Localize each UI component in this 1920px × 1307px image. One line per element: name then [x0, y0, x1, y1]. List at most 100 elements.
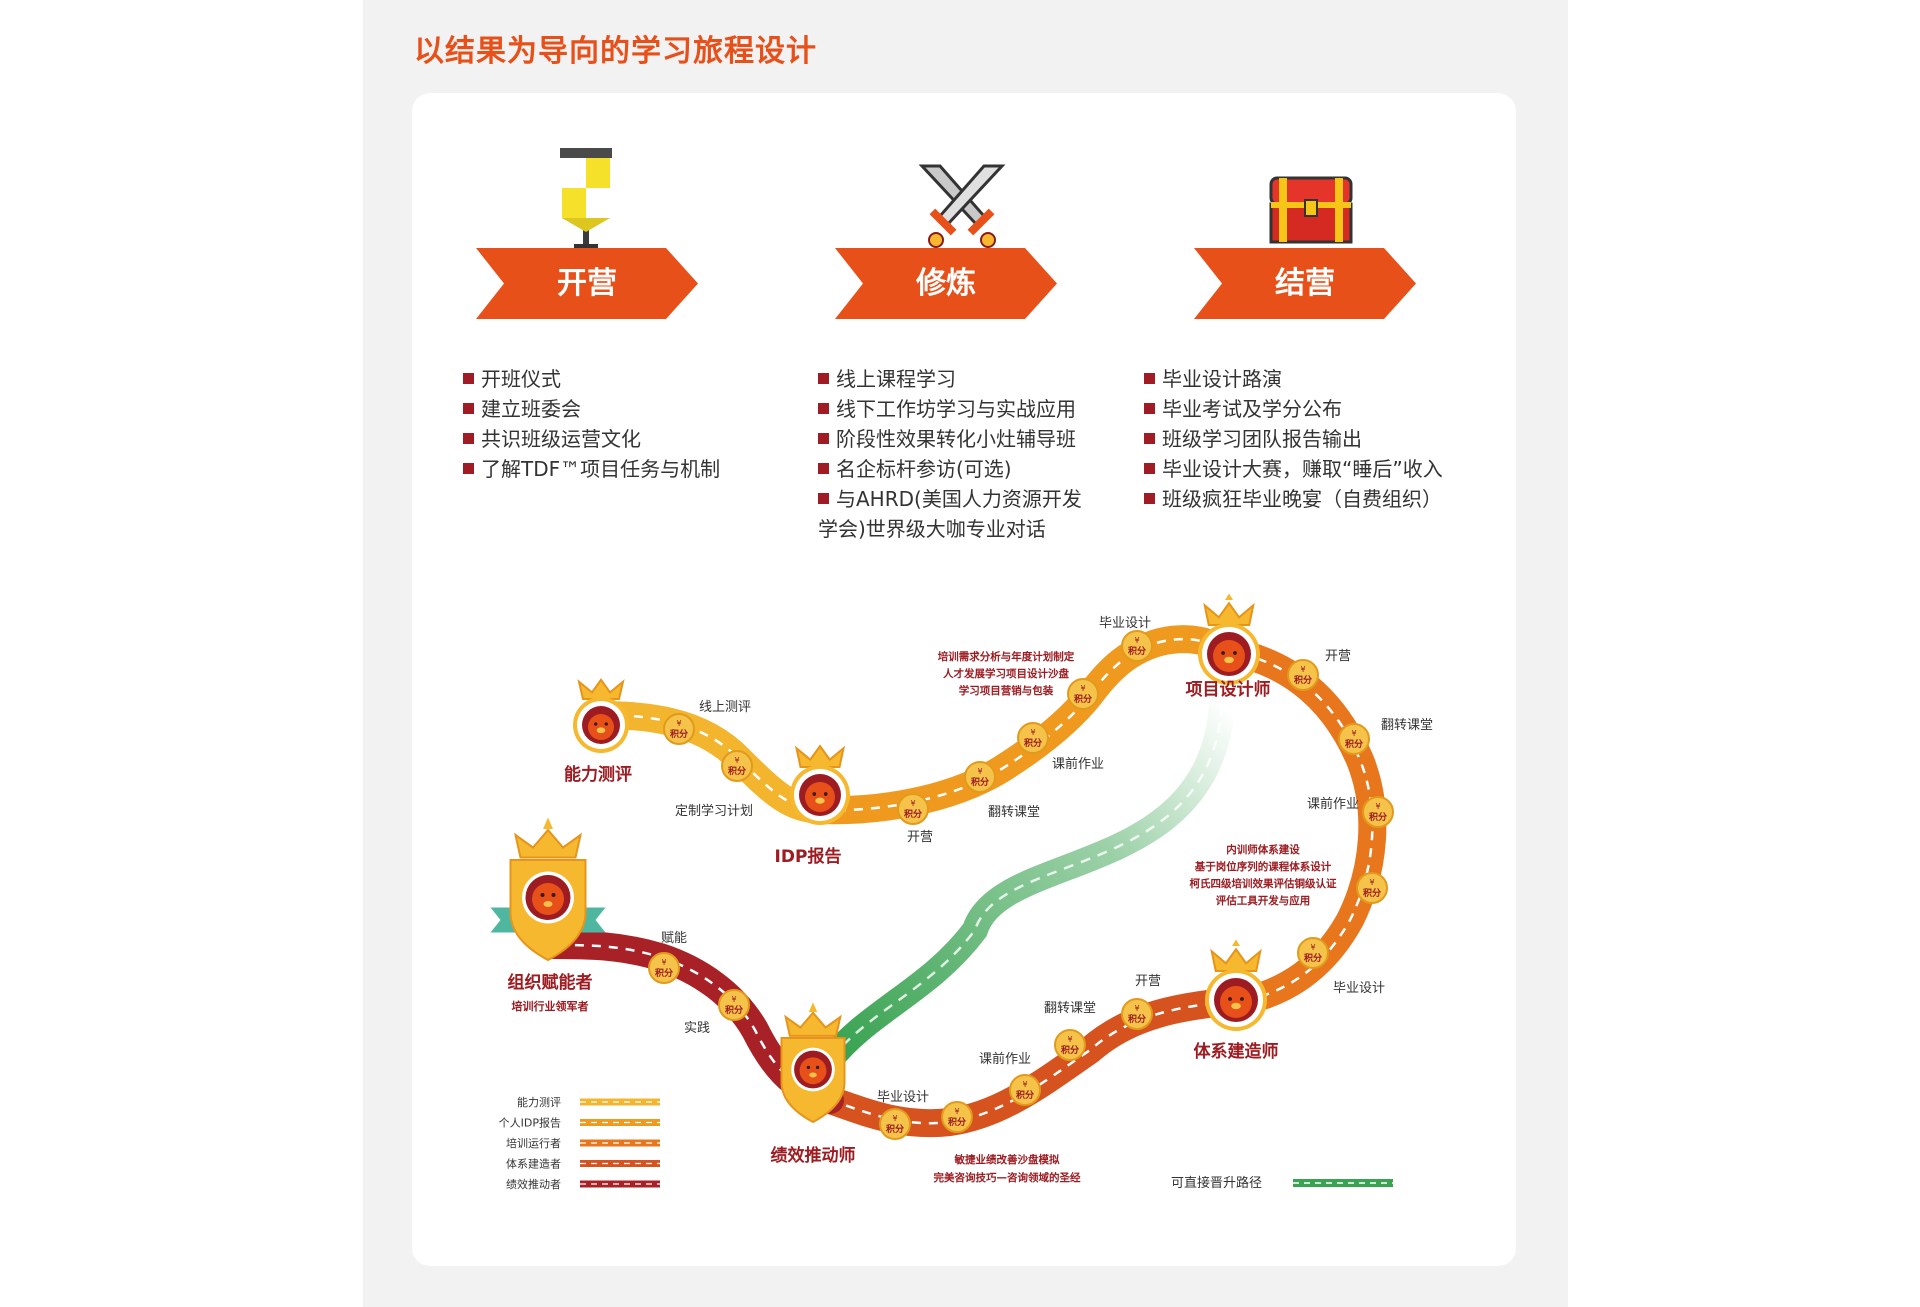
lion-eye-icon — [594, 722, 598, 726]
list-item: 线上课程学习 — [818, 364, 1082, 394]
list-item: 毕业设计大赛，赚取“睡后”收入 — [1144, 454, 1443, 484]
stage-label-close: 结营 — [1275, 266, 1335, 301]
score-badge-coin — [1121, 998, 1153, 1030]
lion-eye-icon — [1221, 651, 1225, 655]
step-label: 定制学习计划 — [675, 803, 753, 819]
crown-icon — [1210, 947, 1262, 972]
score-badge-coin — [663, 713, 695, 745]
score-badge-label: 积分 — [1294, 674, 1312, 686]
list-item: 开班仪式 — [463, 364, 720, 394]
score-badge-label: 积分 — [904, 808, 922, 820]
step-label: 线上测评 — [699, 700, 751, 715]
score-badge-coin — [941, 1101, 973, 1133]
course-note: 基于岗位序列的课程体系设计 — [1194, 860, 1332, 873]
score-badge-coin — [879, 1108, 911, 1140]
step-label: 赋能 — [661, 931, 687, 946]
step-label: 课前作业 — [1052, 756, 1104, 772]
score-badge-label: 积分 — [1304, 952, 1322, 964]
legend-direct-label: 可直接晋升路径 — [1171, 1175, 1262, 1191]
stage-list-open: 开班仪式 建立班委会 共识班级运营文化 了解TDF™项目任务与机制 — [463, 364, 720, 484]
lion-snout-icon — [1231, 1002, 1241, 1010]
step-label: 开营 — [1325, 649, 1351, 664]
score-badge-symbol: ¥ — [1030, 728, 1035, 737]
road-segment-2 — [806, 625, 1239, 825]
score-badge-symbol: ¥ — [1300, 665, 1305, 674]
score-badge-coin — [1054, 1029, 1086, 1061]
stage-banner-open: 开营 — [476, 248, 698, 319]
score-badge: ¥积分 — [1017, 722, 1049, 754]
node-system-builder — [1205, 939, 1267, 1031]
score-badge: ¥积分 — [1362, 796, 1394, 828]
lion-head-icon — [1220, 986, 1252, 1018]
road-center-dash-2 — [819, 637, 1226, 812]
score-badge: ¥积分 — [1121, 630, 1153, 662]
list-item: 毕业考试及学分公布 — [1144, 394, 1443, 424]
lion-eye-icon — [1240, 997, 1244, 1001]
course-note: 敏捷业绩改善沙盘模拟 — [954, 1153, 1060, 1166]
lion-eye-icon — [1233, 651, 1237, 655]
score-badge-label: 积分 — [1363, 887, 1381, 899]
lion-eye-icon — [1228, 997, 1232, 1001]
step-label: 毕业设计 — [877, 1090, 929, 1105]
list-item: 与AHRD(美国人力资源开发 — [818, 484, 1082, 514]
crossed-swords-icon — [918, 164, 1006, 248]
course-note: 培训需求分析与年度计划制定 — [938, 650, 1075, 663]
score-badge-symbol: ¥ — [910, 799, 915, 808]
score-badge-coin — [1362, 796, 1394, 828]
score-badge: ¥积分 — [1287, 659, 1319, 691]
crown-icon — [1203, 601, 1255, 626]
course-note: 学习项目营销与包装 — [959, 684, 1054, 697]
list-item: 毕业设计路演 — [1144, 364, 1443, 394]
score-badge-symbol: ¥ — [1375, 802, 1380, 811]
step-label: 毕业设计 — [1333, 981, 1385, 996]
score-badge-symbol: ¥ — [1134, 636, 1139, 645]
score-badge: ¥积分 — [897, 793, 929, 825]
lion-snout-icon — [815, 797, 825, 804]
score-badge: ¥积分 — [1054, 1029, 1086, 1061]
score-badge-coin — [1287, 659, 1319, 691]
score-badge-symbol: ¥ — [1067, 1035, 1072, 1044]
lion-snout-icon — [1224, 656, 1234, 664]
score-badge-symbol: ¥ — [676, 719, 681, 728]
node-label-system-builder: 体系建造师 — [1194, 1041, 1279, 1062]
lion-head-icon — [588, 714, 614, 740]
score-badge: ¥积分 — [721, 750, 753, 782]
lion-head-icon — [799, 1057, 827, 1085]
score-badge-symbol: ¥ — [954, 1107, 959, 1116]
crown-icon — [513, 828, 583, 859]
lion-eye-icon — [812, 792, 817, 796]
node-label-project-designer: 项目设计师 — [1186, 679, 1271, 700]
lion-head-icon — [1213, 640, 1245, 672]
score-badge-symbol: ¥ — [661, 958, 666, 967]
course-note: 人才发展学习项目设计沙盘 — [943, 667, 1069, 680]
crown-star-icon — [543, 817, 553, 829]
score-badge-coin — [718, 989, 750, 1021]
score-badge-label: 积分 — [1024, 737, 1042, 749]
score-badge: ¥积分 — [964, 761, 996, 793]
lion-head-icon — [805, 782, 835, 812]
step-label: 课前作业 — [1307, 796, 1359, 812]
score-badge-label: 积分 — [1074, 693, 1092, 705]
score-badge-label: 积分 — [670, 728, 688, 740]
node-performance-driver — [780, 1002, 846, 1124]
step-label: 课前作业 — [979, 1051, 1031, 1067]
course-note: 完美咨询技巧—咨询领域的圣经 — [934, 1171, 1081, 1184]
score-badge: ¥积分 — [1121, 998, 1153, 1030]
score-badge-symbol: ¥ — [1080, 684, 1085, 693]
score-badge-coin — [1297, 937, 1329, 969]
crown-icon — [577, 678, 625, 700]
course-note: 评估工具开发与应用 — [1216, 894, 1311, 907]
road-segment-1 — [586, 701, 834, 824]
score-badge-symbol: ¥ — [1134, 1004, 1139, 1013]
step-label: 实践 — [684, 1021, 710, 1036]
step-label: 开营 — [1135, 974, 1161, 989]
score-badge-label: 积分 — [948, 1116, 966, 1128]
crown-star-icon — [1232, 939, 1240, 946]
score-badge-coin — [648, 952, 680, 984]
score-badge-label: 积分 — [886, 1123, 904, 1135]
score-badge: ¥积分 — [879, 1108, 911, 1140]
course-notes-project: 培训需求分析与年度计划制定 人才发展学习项目设计沙盘 学习项目营销与包装 — [938, 650, 1075, 697]
step-label: 翻转课堂 — [1044, 1001, 1096, 1016]
score-badge-label: 积分 — [1128, 1013, 1146, 1025]
